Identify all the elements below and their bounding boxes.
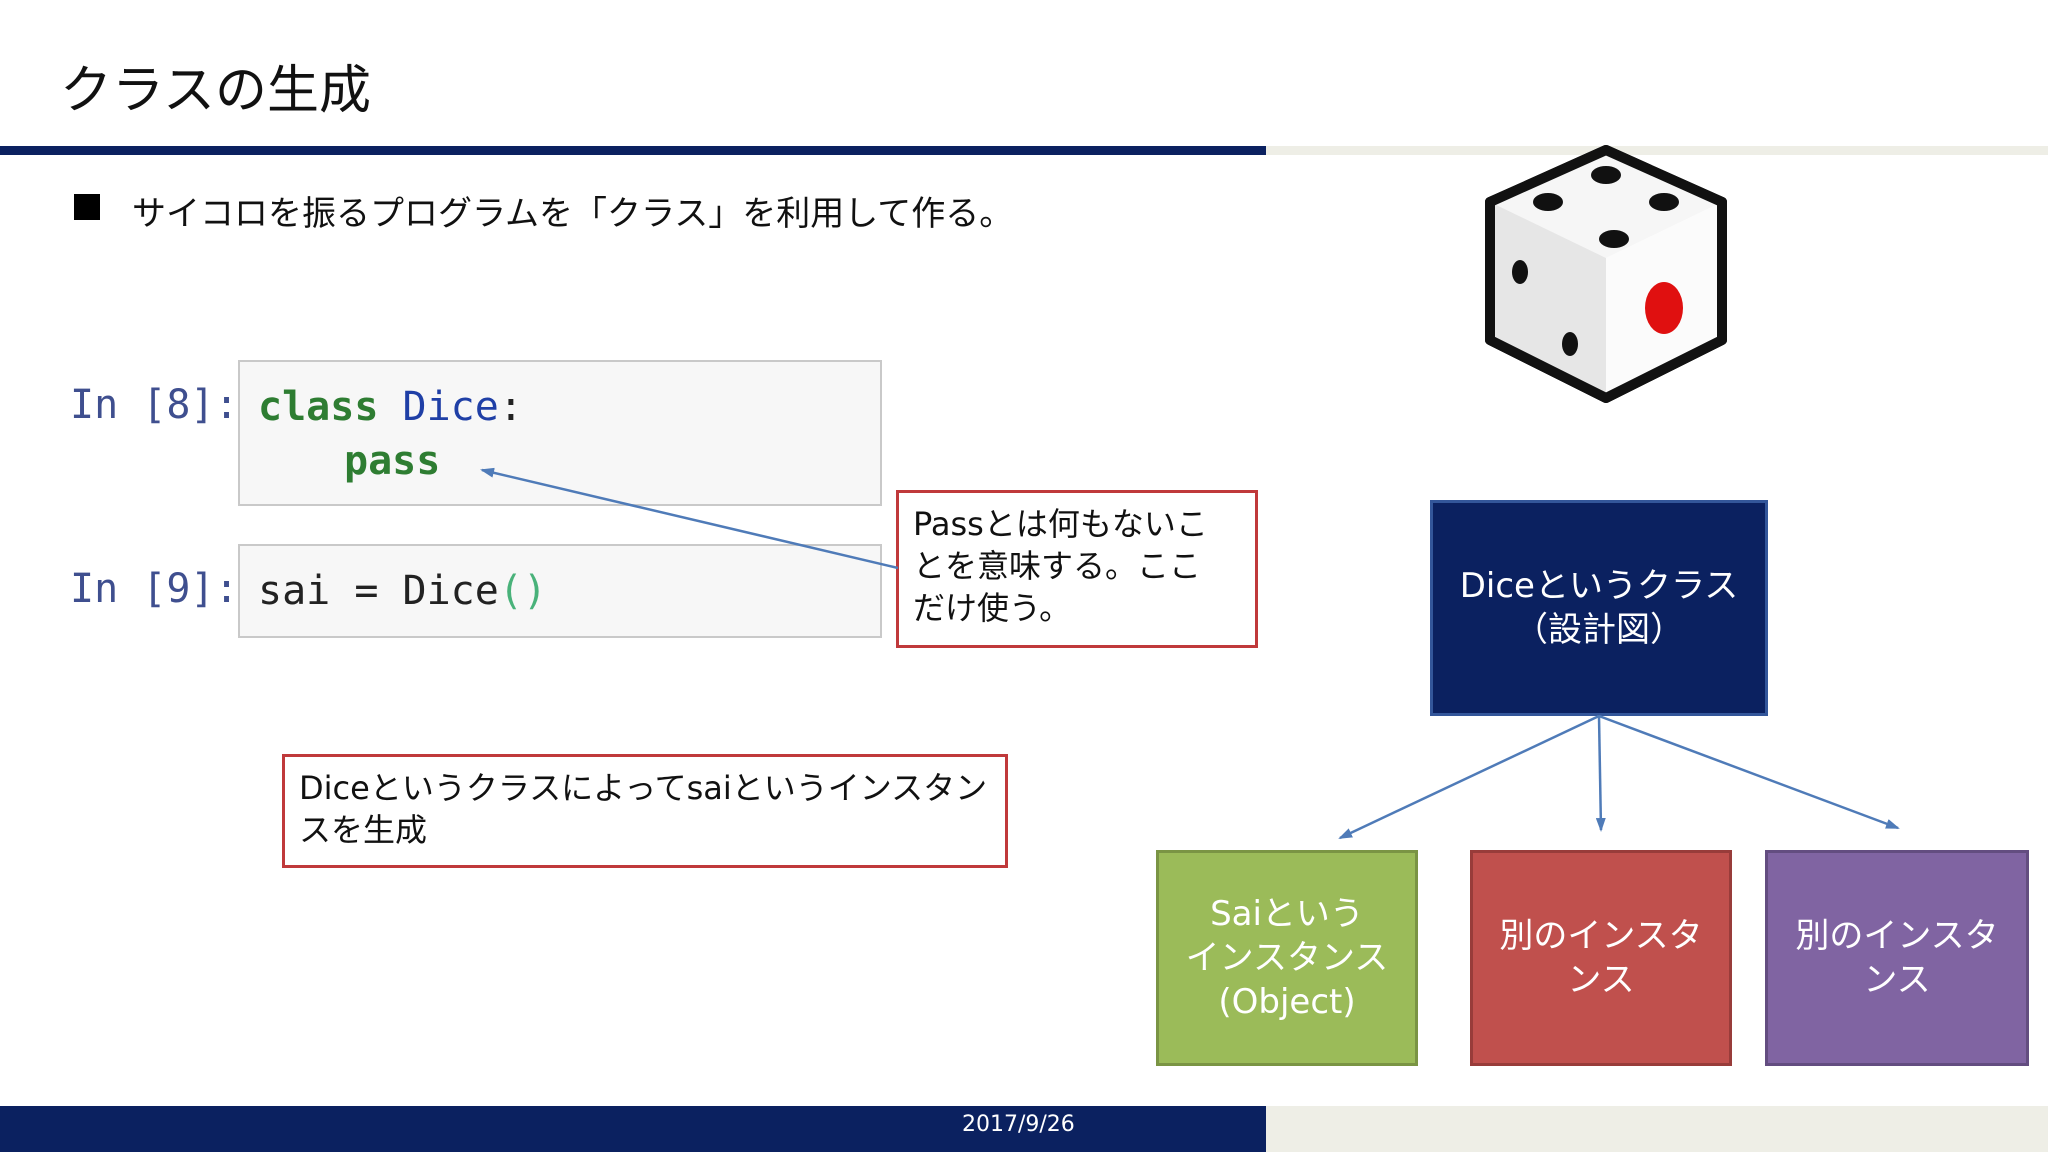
code-line-class: class Dice: [258, 384, 523, 430]
bullet-square-icon [74, 194, 100, 220]
footer-bar-light [1266, 1106, 2048, 1152]
instance-other-1-line-2: ンス [1567, 960, 1635, 1000]
instance-sai-line-3: (Object) [1218, 982, 1356, 1022]
header-rule-dark [0, 146, 1266, 155]
pass-note-line-2: とを意味する。ここ [913, 547, 1202, 585]
arrow-to-other-2 [1598, 714, 1900, 830]
cell-prompt-8: In [8]: [70, 382, 239, 428]
pass-note-callout: Passとは何もないこ とを意味する。ここ だけ使う。 [896, 490, 1258, 648]
keyword-class: class [258, 384, 379, 430]
arrow-to-other-1 [1595, 715, 1606, 832]
footer-bar-dark [0, 1106, 1266, 1152]
code-line-pass: pass [344, 438, 440, 484]
header-rule-light [1266, 146, 2048, 155]
footer-date: 2017/9/26 [962, 1112, 1075, 1137]
parens: () [498, 568, 547, 614]
call-dice: Dice [402, 568, 499, 614]
pass-note-line-1: Passとは何もないこ [913, 505, 1208, 543]
dice-icon [1476, 140, 1736, 410]
cell-prompt-9: In [9]: [70, 566, 239, 612]
instance-sai-line-1: Saiという [1210, 894, 1364, 934]
keyword-pass: pass [344, 438, 441, 484]
code-cell-9[interactable]: sai = Dice() [238, 544, 882, 638]
instance-sai-box: Saiという インスタンス (Object) [1156, 850, 1418, 1066]
colon: : [498, 384, 523, 430]
instance-other-box-1: 別のインスタ ンス [1470, 850, 1732, 1066]
code-line-instantiate: sai = Dice() [258, 568, 547, 614]
instance-other-2-line-1: 別のインスタ [1795, 916, 1999, 956]
variable-sai: sai [258, 568, 331, 614]
instance-note-line-2: スを生成 [299, 811, 428, 849]
instance-other-1-line-1: 別のインスタ [1499, 916, 1703, 956]
pass-note-line-3: だけ使う。 [913, 589, 1072, 627]
instance-sai-line-2: インスタンス [1185, 938, 1389, 978]
equals: = [330, 568, 403, 614]
instance-note-callout: Diceというクラスによってsaiというインスタン スを生成 [282, 754, 1008, 868]
class-box-line-2: （設計図） [1514, 610, 1684, 650]
instance-other-box-2: 別のインスタ ンス [1765, 850, 2029, 1066]
class-name: Dice [402, 384, 499, 430]
class-box-line-1: Diceというクラス [1459, 566, 1739, 606]
instance-other-2-line-2: ンス [1863, 960, 1931, 1000]
code-cell-8[interactable]: class Dice: pass [238, 360, 882, 506]
instance-note-line-1: Diceというクラスによってsaiというインスタン [299, 769, 988, 807]
slide-title: クラスの生成 [60, 61, 371, 121]
bullet-text: サイコロを振るプログラムを「クラス」を利用して作る。 [132, 194, 1014, 234]
class-blueprint-box: Diceというクラス （設計図） [1430, 500, 1768, 716]
arrow-to-sai [1338, 714, 1600, 840]
